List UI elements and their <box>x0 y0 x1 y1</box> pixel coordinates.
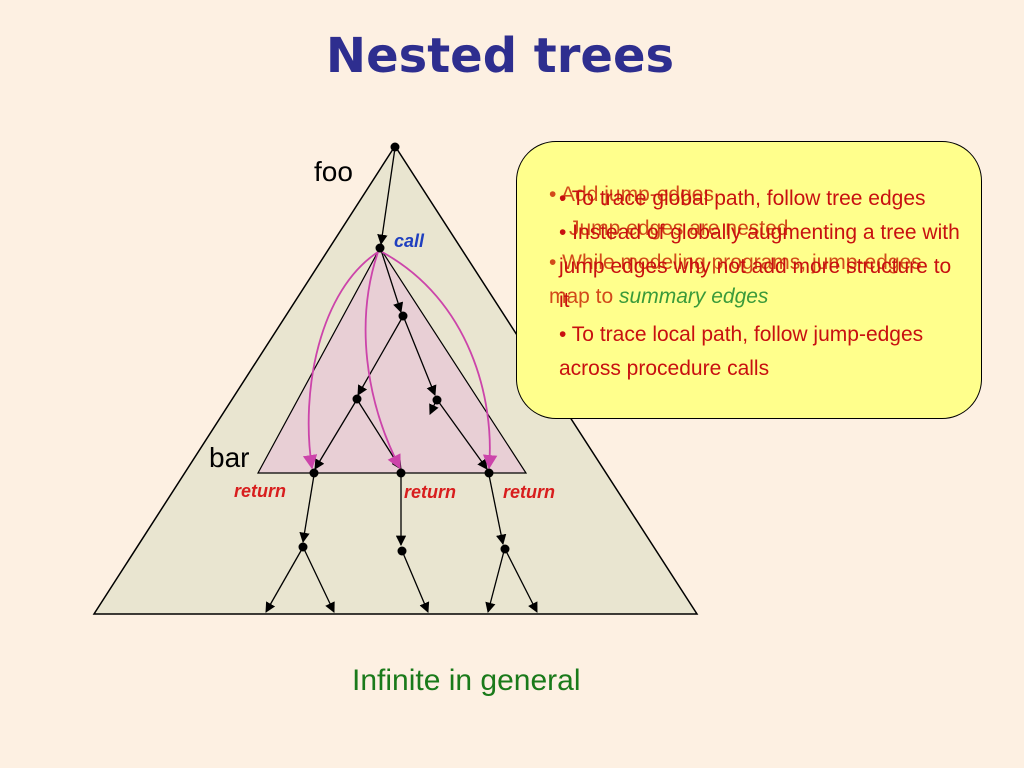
tree-node <box>398 311 408 321</box>
jump-edge <box>381 251 498 470</box>
inner-tree-triangle <box>256 246 528 474</box>
tree-edge <box>485 550 505 614</box>
tree-edge <box>380 249 404 313</box>
tree-edge <box>403 317 437 396</box>
jump-edge <box>364 251 401 470</box>
note-bullet: • To trace global path, follow tree edge… <box>559 187 926 210</box>
return-node <box>309 468 319 478</box>
call-label: call <box>394 231 425 251</box>
page-title: Nested trees <box>325 28 675 84</box>
tree-node <box>432 395 442 405</box>
tree-edge <box>377 147 396 246</box>
return-node <box>484 468 494 478</box>
tree-edge <box>303 548 335 613</box>
note-bullet: • To trace local path, follow jump-edges… <box>559 323 924 380</box>
note-bullet: • While modeling programs, jump-edges ma… <box>549 251 922 308</box>
return-label: return <box>503 482 555 502</box>
foo-label: foo <box>314 156 353 187</box>
tree-node <box>500 544 510 554</box>
tree-edge <box>488 474 507 546</box>
jump-edge <box>302 251 379 470</box>
return-label: return <box>234 481 286 501</box>
note-text-layer-b: • To trace global path, follow tree edge… <box>517 142 981 418</box>
return-label: return <box>404 482 456 502</box>
tree-edge <box>314 400 357 470</box>
note-text-layer-a: • Add jump-edges Jump edges are nested •… <box>517 142 981 418</box>
note-bullet-group: • While modeling programs, jump-edges ma… <box>549 246 965 314</box>
call-node <box>375 243 385 253</box>
tree-edge <box>402 552 430 613</box>
bar-label: bar <box>209 442 249 473</box>
note-italic-term: summary edges <box>619 285 769 308</box>
note-sub-bullet: Jump edges are nested <box>569 217 789 240</box>
tree-node <box>397 546 407 556</box>
tree-edge <box>437 400 488 470</box>
diagram-caption: Infinite in general <box>352 664 581 697</box>
tree-node <box>298 542 308 552</box>
tree-node <box>352 394 362 404</box>
tree-edge <box>265 548 303 613</box>
tree-edge <box>299 474 315 544</box>
tree-edge <box>505 550 538 613</box>
tree-edge <box>357 317 403 396</box>
note-bullet: • Add jump-edges <box>549 183 714 206</box>
note-bullet: • Instead of globally augmenting a tree … <box>559 221 960 312</box>
note-box: • Add jump-edges Jump edges are nested •… <box>516 141 982 419</box>
return-node <box>396 468 406 478</box>
tree-node <box>390 142 400 152</box>
